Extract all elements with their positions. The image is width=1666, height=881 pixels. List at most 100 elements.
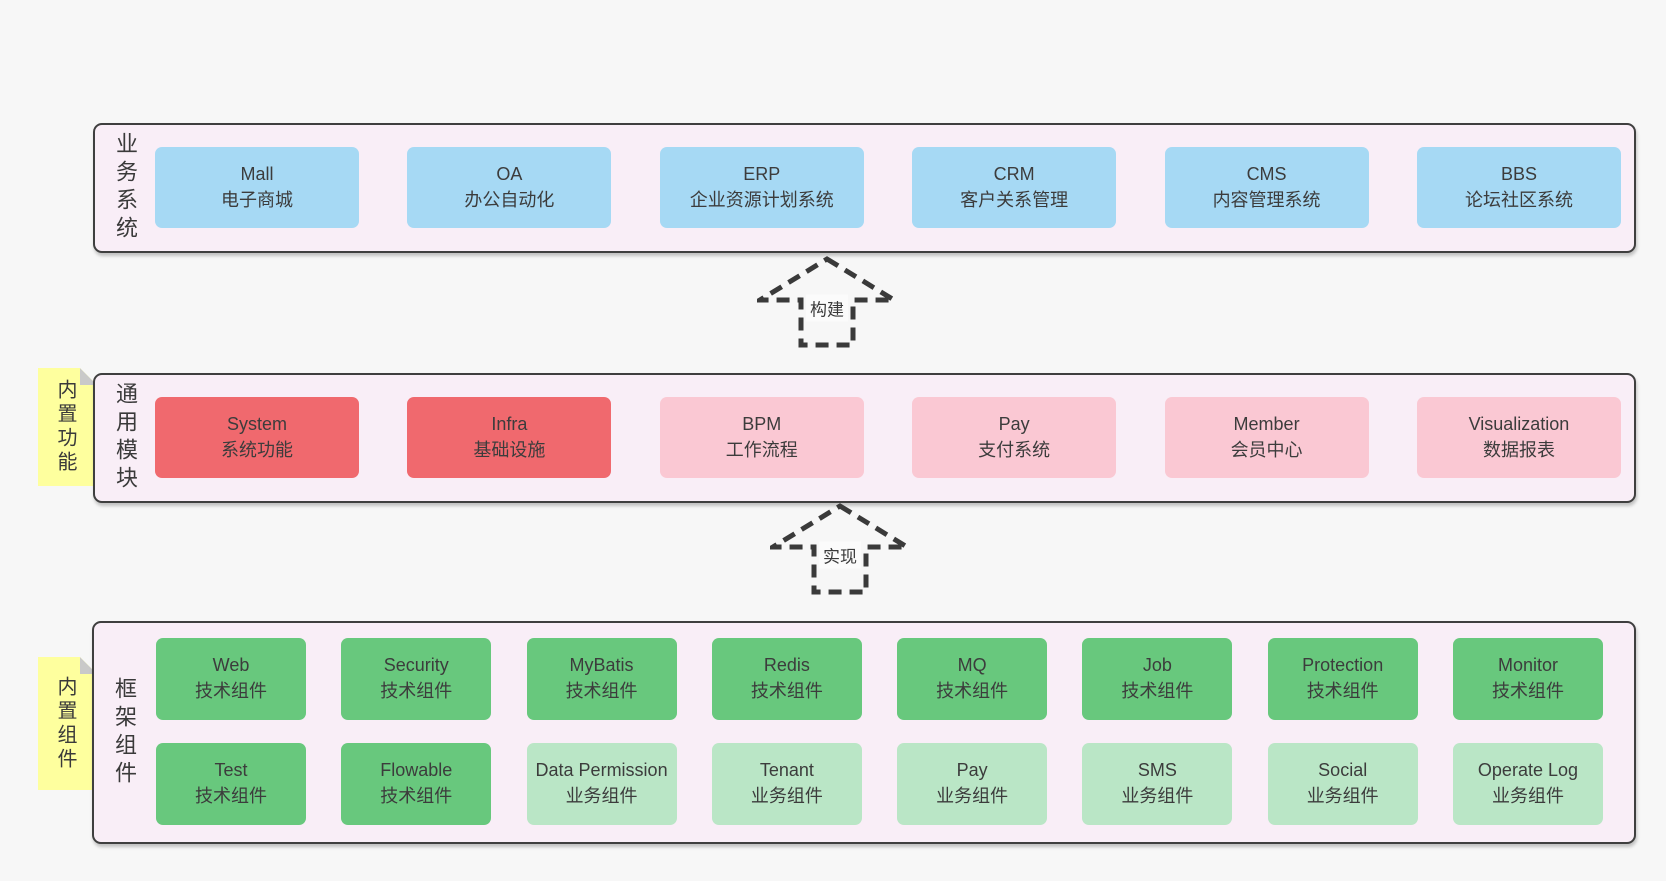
sticky-note-text: 内置组件 [54, 675, 76, 772]
box-subtitle: 电子商城 [221, 189, 293, 210]
box-title: MQ [957, 655, 987, 676]
diagram-box-member: Member 会员中心 [1164, 397, 1369, 478]
box-subtitle: 企业资源计划系统 [689, 189, 834, 210]
diagram-box-test: Test 技术组件 [156, 743, 306, 825]
diagram-box-cms: CMS 内容管理系统 [1164, 147, 1369, 228]
box-subtitle: 业务组件 [1491, 786, 1564, 806]
box-subtitle: 办公自动化 [464, 189, 555, 210]
diagram-box-oa: OA 办公自动化 [407, 147, 612, 228]
box-title: Social [1318, 760, 1368, 781]
layer-label-framework-components: 框架组件 [112, 676, 137, 789]
diagram-box-erp: ERP 企业资源计划系统 [659, 147, 864, 228]
box-title: Web [212, 655, 250, 676]
box-title: Protection [1302, 655, 1384, 676]
up-arrow-icon [770, 503, 910, 595]
diagram-box-bpm: BPM 工作流程 [659, 397, 864, 478]
box-title: BBS [1500, 163, 1537, 184]
up-arrow-icon [757, 256, 897, 348]
diagram-box-protection: Protection 技术组件 [1267, 638, 1418, 720]
box-title: Pay [998, 413, 1030, 434]
diagram-box-visualization: Visualization 数据报表 [1416, 397, 1621, 478]
box-subtitle: 会员中心 [1230, 439, 1303, 460]
diagram-box-data-permission: Data Permission 业务组件 [526, 743, 677, 825]
diagram-box-pay: Pay 业务组件 [897, 743, 1048, 825]
box-title: ERP [743, 163, 781, 184]
diagram-box-mall: Mall 电子商城 [155, 147, 359, 228]
box-subtitle: 业务组件 [1121, 786, 1194, 806]
box-title: Security [383, 655, 449, 676]
box-title: Mall [240, 163, 274, 184]
box-title: Redis [763, 655, 810, 676]
layer-label-business-systems: 业务系统 [113, 132, 138, 244]
box-subtitle: 业务组件 [565, 786, 638, 806]
box-title: Data Permission [535, 760, 668, 781]
framework-components-box-row-2: Test 技术组件 Flowable 技术组件 Data Permission 业务组件 T… [156, 743, 1603, 825]
box-subtitle: 支付系统 [978, 439, 1051, 460]
box-subtitle: 技术组件 [380, 786, 453, 806]
diagram-box-pay: Pay 支付系统 [912, 397, 1117, 478]
box-title: Tenant [759, 760, 814, 781]
box-subtitle: 业务组件 [936, 786, 1009, 806]
box-title: CMS [1246, 163, 1287, 184]
box-subtitle: 技术组件 [1491, 681, 1564, 701]
box-title: System [226, 413, 287, 434]
diagram-box-job: Job 技术组件 [1082, 638, 1233, 720]
box-subtitle: 技术组件 [565, 681, 638, 701]
layer-label-common-modules: 通用模块 [113, 382, 138, 494]
arrow-build-label: 构建 [806, 294, 848, 322]
diagram-box-mybatis: MyBatis 技术组件 [526, 638, 677, 720]
box-subtitle: 技术组件 [1306, 681, 1379, 701]
diagram-box-system: System 系统功能 [155, 397, 359, 478]
box-title: Monitor [1497, 655, 1558, 676]
box-subtitle: 技术组件 [750, 681, 823, 701]
diagram-box-web: Web 技术组件 [156, 638, 306, 720]
box-title: Test [214, 760, 248, 781]
box-subtitle: 工作流程 [725, 439, 798, 460]
box-title: BPM [742, 413, 782, 434]
box-subtitle: 基础设施 [473, 439, 546, 460]
diagram-box-flowable: Flowable 技术组件 [341, 743, 492, 825]
box-subtitle: 系统功能 [221, 439, 293, 460]
box-subtitle: 技术组件 [936, 681, 1009, 701]
box-subtitle: 技术组件 [380, 681, 453, 701]
diagram-box-operate-log: Operate Log 业务组件 [1452, 743, 1603, 825]
box-subtitle: 技术组件 [195, 681, 267, 701]
arrow-implement-label: 实现 [819, 541, 861, 569]
box-title: Visualization [1468, 413, 1570, 434]
box-subtitle: 技术组件 [195, 786, 267, 806]
box-subtitle: 论坛社区系统 [1464, 189, 1573, 210]
arrow-build: 构建 [757, 256, 897, 348]
box-title: SMS [1137, 760, 1177, 781]
sticky-note-builtin-components: 内置组件 [38, 657, 97, 790]
sticky-note-text: 内置功能 [54, 379, 76, 475]
box-title: Job [1142, 655, 1172, 676]
box-subtitle: 业务组件 [750, 786, 823, 806]
box-title: Member [1233, 413, 1300, 434]
box-subtitle: 技术组件 [1121, 681, 1194, 701]
box-subtitle: 数据报表 [1482, 439, 1555, 460]
box-subtitle: 内容管理系统 [1212, 189, 1321, 210]
diagram-box-mq: MQ 技术组件 [897, 638, 1048, 720]
diagram-box-sms: SMS 业务组件 [1082, 743, 1233, 825]
diagram-box-redis: Redis 技术组件 [711, 638, 862, 720]
box-title: OA [496, 163, 523, 184]
diagram-box-bbs: BBS 论坛社区系统 [1416, 147, 1621, 228]
box-title: Operate Log [1477, 760, 1578, 781]
sticky-note-builtin-features: 内置功能 [38, 368, 97, 486]
diagram-box-security: Security 技术组件 [341, 638, 492, 720]
box-title: Pay [956, 760, 988, 781]
box-title: CRM [993, 163, 1035, 184]
arrow-implement: 实现 [770, 503, 910, 595]
box-title: MyBatis [569, 655, 634, 676]
box-title: Flowable [380, 760, 453, 781]
